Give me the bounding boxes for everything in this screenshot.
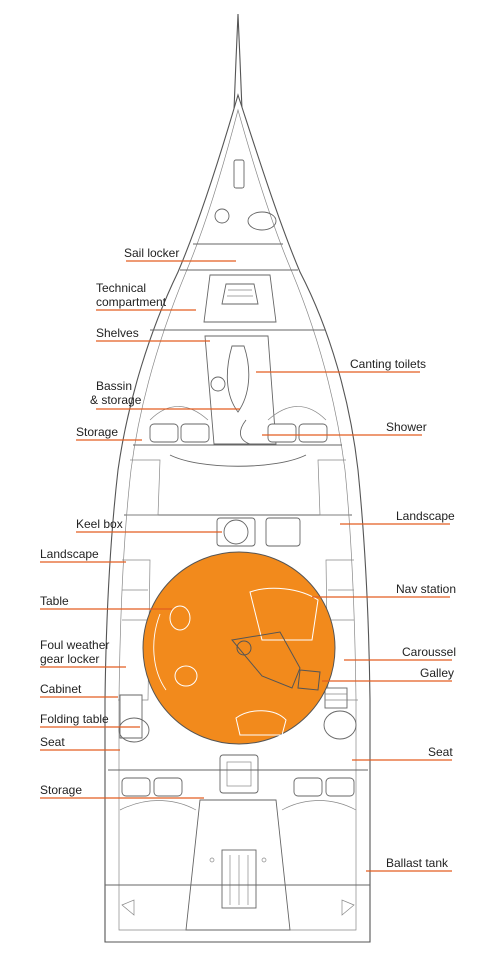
label-folding-table: Folding table — [40, 712, 109, 726]
label-seat-left: Seat — [40, 735, 65, 749]
interior-details — [105, 159, 370, 931]
labels: Sail locker Technical compartment Shelve… — [40, 246, 456, 870]
label-technical-line1: Technical — [96, 281, 146, 295]
label-keel-box: Keel box — [76, 517, 123, 531]
label-caroussel: Caroussel — [402, 645, 456, 659]
label-bassin-line1: Bassin — [96, 379, 132, 393]
label-landscape-right: Landscape — [396, 509, 455, 523]
label-seat-right: Seat — [428, 745, 453, 759]
label-foul-weather-line1: Foul weather — [40, 638, 109, 652]
label-nav-station: Nav station — [396, 582, 456, 596]
leader-lines — [40, 260, 452, 872]
label-cabinet: Cabinet — [40, 682, 82, 696]
label-table: Table — [40, 594, 69, 608]
label-shower: Shower — [386, 420, 427, 434]
label-storage-forward: Storage — [76, 425, 118, 439]
label-storage-aft: Storage — [40, 783, 82, 797]
label-technical-line2: compartment — [96, 295, 167, 309]
label-bassin-line2: & storage — [90, 393, 142, 407]
label-shelves: Shelves — [96, 326, 139, 340]
label-canting-toilets: Canting toilets — [350, 357, 426, 371]
label-ballast-tank: Ballast tank — [386, 856, 449, 870]
label-landscape-left: Landscape — [40, 547, 99, 561]
label-foul-weather-line2: gear locker — [40, 652, 99, 666]
label-sail-locker: Sail locker — [124, 246, 179, 260]
label-galley: Galley — [420, 666, 454, 680]
caroussel-disc — [142, 551, 336, 745]
